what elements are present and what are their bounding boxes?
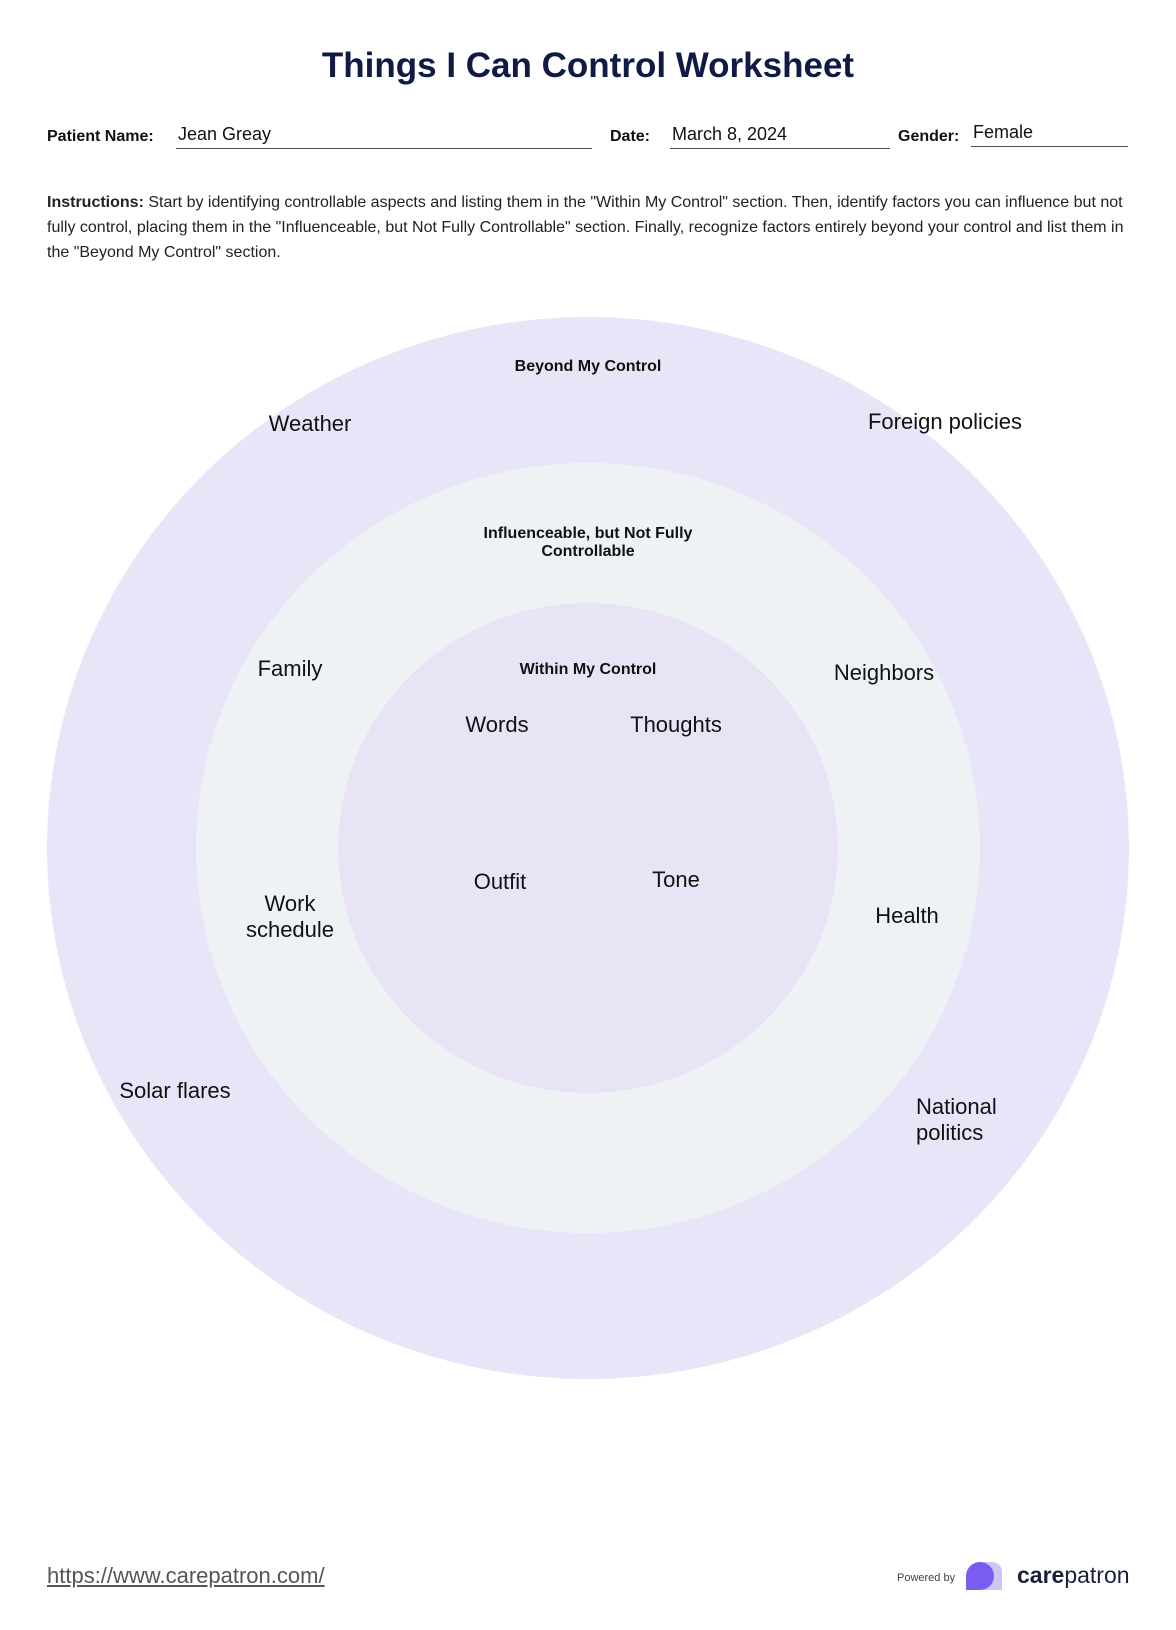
instructions-text: Start by identifying controllable aspect… — [47, 194, 1124, 261]
carepatron-logo-icon — [966, 1562, 1002, 1590]
instructions-label: Instructions: — [47, 194, 144, 211]
beyond-item: Foreign policies — [867, 409, 1023, 434]
beyond-item: Solar flares — [119, 1078, 231, 1103]
carepatron-brand: carepatron — [1017, 1562, 1130, 1589]
date-label: Date: — [610, 128, 651, 145]
patient-name-label: Patient Name: — [47, 128, 154, 145]
carepatron-link[interactable]: https://www.carepatron.com/ — [47, 1563, 325, 1588]
within-control-circle — [338, 603, 838, 1093]
instructions: Instructions: Start by identifying contr… — [47, 190, 1137, 265]
beyond-heading: Beyond My Control — [514, 358, 662, 375]
influenceable-item: Health — [875, 903, 939, 928]
page-title: Things I Can Control Worksheet — [321, 46, 855, 85]
brand-bold: care — [1017, 1562, 1065, 1588]
influenceable-item: Neighbors — [833, 660, 935, 685]
gender-label: Gender: — [898, 128, 960, 145]
beyond-item: National politics — [916, 1094, 997, 1145]
patient-name-field[interactable]: Jean Greay — [176, 124, 592, 149]
within-heading: Within My Control — [519, 661, 657, 678]
influenceable-item: Work schedule — [245, 891, 335, 942]
influenceable-item: Family — [257, 656, 323, 681]
beyond-item: Weather — [268, 411, 352, 436]
brand-light: patron — [1064, 1562, 1130, 1588]
within-item: Outfit — [473, 869, 527, 894]
powered-by-label: Powered by — [897, 1572, 956, 1584]
within-item: Words — [465, 712, 529, 737]
gender-field[interactable]: Female — [971, 122, 1128, 147]
within-item: Thoughts — [630, 712, 722, 737]
influenceable-heading: Influenceable, but Not Fully Controllabl… — [483, 525, 693, 560]
within-item: Tone — [652, 867, 700, 892]
date-field[interactable]: March 8, 2024 — [670, 124, 890, 149]
